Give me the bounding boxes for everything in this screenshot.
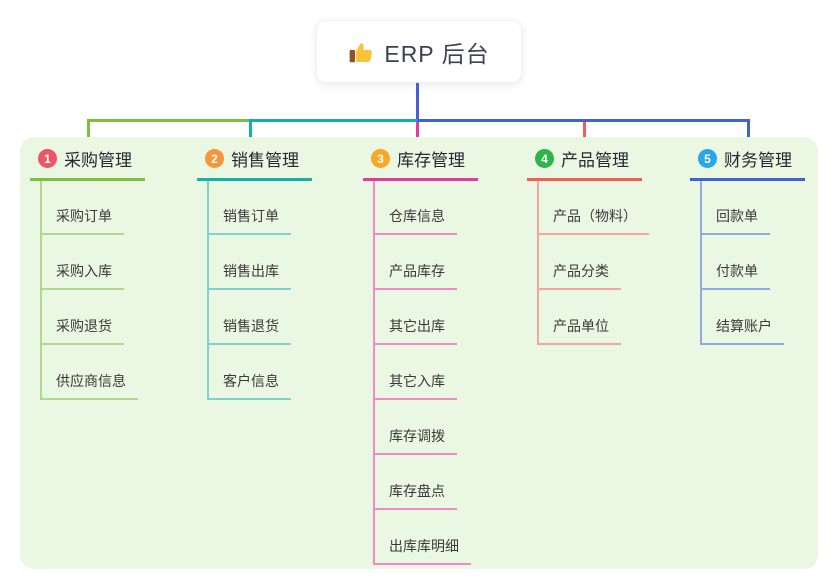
branch-children: 产品（物料） 产品分类产品单位 <box>537 181 649 345</box>
child-node[interactable]: 客户信息 <box>209 345 291 400</box>
child-node[interactable]: 采购订单 <box>42 181 124 235</box>
branch-1: 1 采购管理采购订单采购入库采购退货供应商信息 <box>30 146 145 400</box>
branch-number-badge: 3 <box>371 149 390 168</box>
child-node[interactable]: 其它出库 <box>375 290 457 345</box>
child-node-label: 产品（物料） <box>553 208 637 224</box>
child-node-label: 其它出库 <box>389 318 445 334</box>
child-node[interactable]: 采购入库 <box>42 235 124 290</box>
child-node[interactable]: 付款单 <box>702 235 770 290</box>
connector-root-drop <box>416 83 419 119</box>
branch-children: 回款单付款单结算账户 <box>700 181 805 345</box>
child-node-label: 库存盘点 <box>389 483 445 499</box>
branch-header-5[interactable]: 5 财务管理 <box>690 146 805 181</box>
child-node[interactable]: 产品单位 <box>539 290 621 345</box>
child-node-label: 产品分类 <box>553 263 609 279</box>
child-node-label: 采购入库 <box>56 263 112 279</box>
connector-bus-segment <box>251 119 417 122</box>
branches-panel <box>20 137 818 569</box>
connector-branch-drop <box>249 119 252 150</box>
connector-bus-segment <box>87 119 251 122</box>
branch-number-badge: 1 <box>38 149 57 168</box>
child-node-label: 其它入库 <box>389 373 445 389</box>
branch-label: 财务管理 <box>724 151 792 170</box>
branch-label: 库存管理 <box>397 151 465 170</box>
branch-header-2[interactable]: 2 销售管理 <box>197 146 312 181</box>
connector-bus-segment <box>417 119 750 122</box>
child-node-label: 结算账户 <box>716 318 772 334</box>
child-node[interactable]: 出库库明细 <box>375 510 471 565</box>
branch-children: 采购订单采购入库采购退货供应商信息 <box>40 181 145 400</box>
branch-number-badge: 2 <box>205 149 224 168</box>
child-node-label: 库存调拨 <box>389 428 445 444</box>
child-node-label: 销售订单 <box>223 208 279 224</box>
child-node-label: 客户信息 <box>223 373 279 389</box>
branch-children: 仓库信息产品库存其它出库其它入库库存调拨库存盘点出库库明细 <box>373 181 478 565</box>
child-node[interactable]: 产品分类 <box>539 235 621 290</box>
child-node[interactable]: 销售出库 <box>209 235 291 290</box>
child-node-label: 产品库存 <box>389 263 445 279</box>
root-title: ERP 后台 <box>384 40 490 67</box>
child-node-label: 采购退货 <box>56 318 112 334</box>
branch-5: 5 财务管理回款单付款单结算账户 <box>690 146 805 345</box>
child-node[interactable]: 库存调拨 <box>375 400 457 455</box>
child-node[interactable]: 结算账户 <box>702 290 784 345</box>
thumbs-up-icon <box>348 39 374 65</box>
child-node[interactable]: 销售退货 <box>209 290 291 345</box>
branch-label: 产品管理 <box>561 151 629 170</box>
child-node[interactable]: 其它入库 <box>375 345 457 400</box>
child-node-label: 仓库信息 <box>389 208 445 224</box>
branch-children: 销售订单销售出库销售退货客户信息 <box>207 181 312 400</box>
child-node[interactable]: 销售订单 <box>209 181 291 235</box>
child-node-label: 销售出库 <box>223 263 279 279</box>
branch-header-4[interactable]: 4 产品管理 <box>527 146 642 181</box>
branch-label: 采购管理 <box>64 151 132 170</box>
branch-label: 销售管理 <box>231 151 299 170</box>
child-node[interactable]: 采购退货 <box>42 290 124 345</box>
child-node[interactable]: 库存盘点 <box>375 455 457 510</box>
child-node-label: 销售退货 <box>223 318 279 334</box>
connector-branch-drop <box>87 119 90 150</box>
branch-4: 4 产品管理产品（物料） 产品分类产品单位 <box>527 146 649 345</box>
branch-number-badge: 4 <box>535 149 554 168</box>
child-node[interactable]: 仓库信息 <box>375 181 457 235</box>
child-node[interactable]: 产品库存 <box>375 235 457 290</box>
child-node-label: 供应商信息 <box>56 373 126 389</box>
child-node-label: 付款单 <box>716 263 758 279</box>
child-node[interactable]: 回款单 <box>702 181 770 235</box>
child-node-label: 回款单 <box>716 208 758 224</box>
child-node[interactable]: 产品（物料） <box>539 181 649 235</box>
branch-header-3[interactable]: 3 库存管理 <box>363 146 478 181</box>
child-node[interactable]: 供应商信息 <box>42 345 138 400</box>
branch-header-1[interactable]: 1 采购管理 <box>30 146 145 181</box>
child-node-label: 采购订单 <box>56 208 112 224</box>
connector-branch-drop <box>583 122 586 149</box>
child-node-label: 出库库明细 <box>389 538 459 554</box>
branch-number-badge: 5 <box>698 149 717 168</box>
connector-branch-drop <box>416 122 419 150</box>
branch-3: 3 库存管理仓库信息产品库存其它出库其它入库库存调拨库存盘点出库库明细 <box>363 146 478 565</box>
connector-branch-drop <box>747 119 750 150</box>
branch-2: 2 销售管理销售订单销售出库销售退货客户信息 <box>197 146 312 400</box>
child-node-label: 产品单位 <box>553 318 609 334</box>
root-node[interactable]: ERP 后台 <box>316 20 522 83</box>
